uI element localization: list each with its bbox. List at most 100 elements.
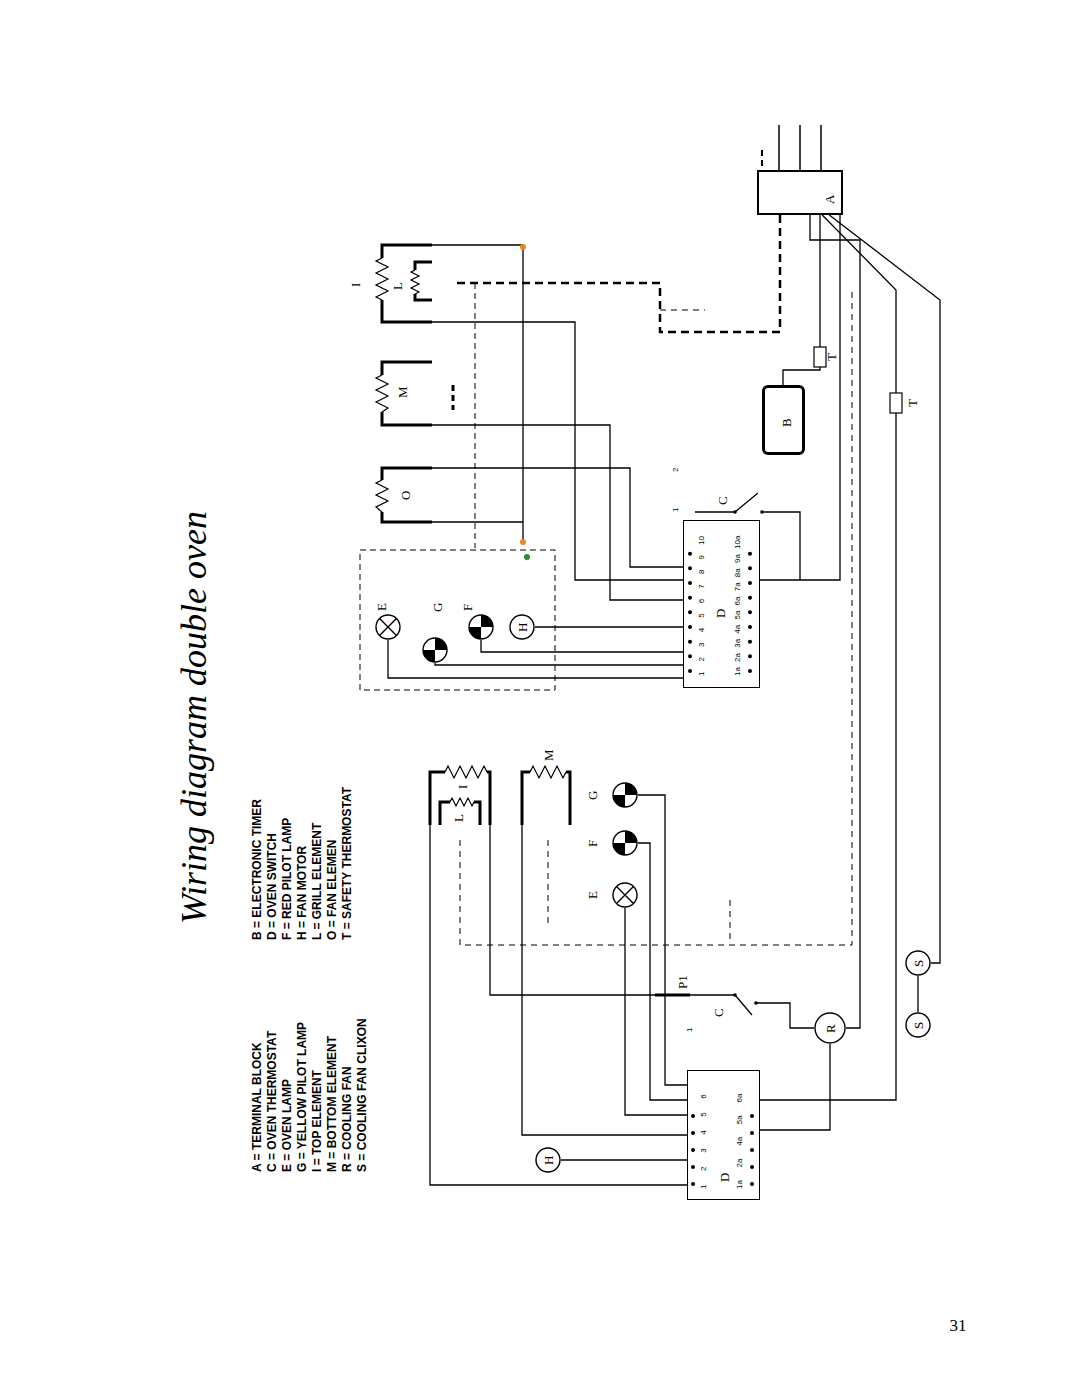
legend-line: B = ELECTRONIC TIMER — [251, 799, 263, 940]
wire-connector — [760, 1044, 830, 1130]
legend-line: O = FAN ELEMEN — [326, 840, 338, 940]
resistor-symbol — [445, 766, 566, 806]
switch-contact — [760, 510, 764, 514]
part-letter: I — [349, 283, 362, 287]
wire-connector — [829, 215, 940, 963]
pin-number: 1 — [686, 1028, 694, 1032]
pin-numbers: 1a 2a 4a 5a 6a — [736, 1094, 744, 1189]
part-letter: D — [714, 608, 727, 617]
legend-line: S = COOLING FAN CLIXON — [356, 1018, 368, 1172]
circle-outline — [612, 830, 638, 856]
circle-outline — [468, 614, 494, 640]
part-letter: C — [716, 496, 729, 505]
switch-block: D 1 2 3 4 5 6 1a 2a 4a 5a 6a — [687, 1070, 760, 1200]
earth-wire — [761, 150, 763, 168]
cooling-fan: R — [814, 1012, 846, 1044]
earth-wire — [660, 309, 705, 310]
clixon: S — [905, 1012, 931, 1038]
part-letter: O — [399, 490, 412, 499]
circle-outline — [613, 831, 637, 855]
clixon: S — [905, 950, 931, 976]
circle-outline — [536, 1148, 560, 1172]
pin-numbers: 1 2 3 4 5 6 — [700, 1094, 708, 1189]
earth-wire — [455, 215, 780, 332]
legend-line: H = FAN MOTOR — [296, 846, 308, 940]
pilot-quadrants — [469, 615, 493, 639]
thermostat-switch — [695, 493, 800, 580]
page-number: 31 — [950, 1317, 967, 1334]
part-letter: D — [718, 1172, 731, 1181]
bus-bar — [655, 994, 690, 997]
pin-numbers: 1 2 3 4 5 6 7 8 9 10 — [698, 536, 706, 676]
pilot-lamp: G — [422, 637, 448, 663]
circle-outline — [375, 614, 401, 640]
switch-contact — [754, 1001, 758, 1005]
switch-contact — [733, 510, 737, 514]
junction-dot — [520, 244, 526, 250]
supply-wire — [779, 125, 821, 172]
wire-connector — [638, 795, 687, 1085]
pilot-quadrants — [423, 638, 447, 662]
part-letter: H — [542, 1155, 555, 1164]
pilot-quadrants — [613, 783, 637, 807]
circle-outline — [613, 883, 637, 907]
circle-outline — [613, 783, 637, 807]
pin-numbers: 1a 2a 3a 4a 5a 6a 7a 8a 9a 10a — [734, 536, 742, 676]
legend-line: I = TOP ELEMENT — [311, 1070, 323, 1172]
pilot-lamp: G — [612, 782, 638, 808]
part-letter: S — [912, 959, 925, 966]
part-letter: A — [823, 194, 836, 203]
legend-line: L = GRILL ELEMENT — [311, 823, 323, 940]
dashed-wire — [460, 290, 852, 945]
part-letter: L — [452, 814, 465, 822]
part-letter: F — [461, 603, 474, 610]
pilot-quadrants — [613, 831, 637, 855]
part-letter: I — [456, 785, 469, 789]
legend-line: A = TERMINAL BLOCK — [251, 1042, 263, 1172]
circle-outline — [422, 637, 448, 663]
part-letter: H — [516, 622, 529, 631]
diagram-title: Wiring diagram double oven — [176, 511, 212, 924]
part-letter: R — [824, 1024, 837, 1033]
part-letter: S — [912, 1021, 925, 1028]
wire-connector — [810, 215, 860, 1028]
fan-motor: H — [509, 614, 535, 640]
circle-outline — [906, 1013, 930, 1037]
part-letter: L — [391, 282, 404, 290]
switch-contact — [733, 993, 737, 997]
part-letter: M — [542, 749, 555, 761]
wire-connector — [535, 626, 683, 627]
legend-line: T = SAFETY THERMOSTAT — [341, 787, 353, 940]
wire-connector — [638, 843, 687, 1100]
wire-connector — [625, 908, 687, 1115]
pilot-lamp: F — [612, 830, 638, 856]
safety-thermostat — [890, 393, 902, 413]
junction-dot — [524, 554, 530, 560]
circle-outline — [612, 882, 638, 908]
oven-lamp: E — [375, 614, 401, 640]
fan-motor: H — [535, 1147, 561, 1173]
circle-outline — [612, 782, 638, 808]
wire — [430, 825, 735, 1185]
wire-connector — [561, 1159, 687, 1160]
legend-line: R = COOLING FAN — [341, 1066, 353, 1172]
legend-line: D = OVEN SWITCH — [266, 833, 278, 940]
wire-connector — [760, 215, 840, 580]
part-letter: E — [375, 603, 388, 611]
element-terminal — [430, 772, 570, 825]
circle-outline — [906, 951, 930, 975]
dashed-wire — [452, 385, 455, 410]
pin-number: 1 — [672, 508, 680, 512]
wire — [432, 245, 683, 600]
part-letter: T — [825, 353, 838, 361]
part-letter: P1 — [676, 975, 689, 989]
wire-connector — [760, 215, 896, 1100]
part-letter: E — [586, 891, 599, 899]
part-letter: C — [712, 1008, 725, 1017]
part-letter: B — [780, 418, 793, 427]
part-letter: G — [431, 602, 444, 611]
